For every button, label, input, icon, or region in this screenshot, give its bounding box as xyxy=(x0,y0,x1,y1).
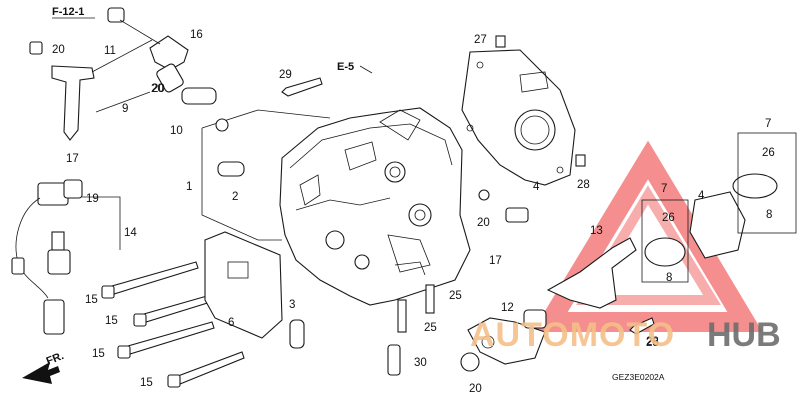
svg-text:9: 9 xyxy=(122,103,128,115)
svg-text:13: 13 xyxy=(590,225,603,237)
svg-text:26: 26 xyxy=(762,147,775,159)
svg-text:17: 17 xyxy=(489,255,502,267)
svg-text:15: 15 xyxy=(85,294,98,306)
svg-text:20: 20 xyxy=(469,383,482,395)
svg-text:20: 20 xyxy=(152,83,165,95)
svg-text:15: 15 xyxy=(92,348,105,360)
stud-25-lower xyxy=(397,299,407,333)
dowel-pin-27-right xyxy=(575,154,586,167)
svg-text:20: 20 xyxy=(52,44,65,56)
intake-manifold-12 xyxy=(467,317,546,365)
front-arrow: FR. xyxy=(22,350,66,384)
svg-text:25: 25 xyxy=(424,322,437,334)
spark-plug-30 xyxy=(387,344,401,376)
svg-text:7: 7 xyxy=(661,183,667,195)
bracket-15 xyxy=(51,65,95,141)
svg-text:1: 1 xyxy=(186,181,192,193)
svg-text:AUTOMOTO: AUTOMOTO xyxy=(470,316,675,354)
bolt-28 xyxy=(629,317,655,335)
svg-text:10: 10 xyxy=(170,125,183,137)
svg-text:28: 28 xyxy=(577,179,590,191)
svg-text:4: 4 xyxy=(698,190,705,202)
svg-text:30: 30 xyxy=(414,357,427,369)
part-code: GEZ3E0202A xyxy=(612,372,665,382)
group-box-7-upper xyxy=(737,132,797,234)
svg-text:20: 20 xyxy=(151,83,164,95)
svg-text:8: 8 xyxy=(766,209,772,221)
svg-text:8: 8 xyxy=(666,272,672,284)
bracket-13 xyxy=(546,237,637,309)
valve-guide-3 xyxy=(289,319,305,349)
injector-assembly xyxy=(107,7,229,132)
sensor-16 xyxy=(11,179,83,335)
valve-guide-2 xyxy=(217,161,245,177)
bolt-29 xyxy=(281,77,323,97)
svg-text:4: 4 xyxy=(533,181,540,193)
svg-text:7: 7 xyxy=(765,118,771,130)
ref-f12-label: F-12-1 xyxy=(52,6,84,18)
svg-text:3: 3 xyxy=(289,299,295,311)
svg-text:28: 28 xyxy=(646,336,659,348)
callouts: 11 16 20 20 20 9 10 17 19 14 15 15 15 15… xyxy=(52,29,775,395)
svg-text:17: 17 xyxy=(66,153,79,165)
svg-text:26: 26 xyxy=(662,212,675,224)
ref-e5-label: E-5 xyxy=(337,61,354,73)
svg-text:14: 14 xyxy=(124,227,137,239)
svg-text:20: 20 xyxy=(477,217,490,229)
stud-25-upper xyxy=(425,284,435,314)
gasket-4 xyxy=(461,49,576,186)
svg-text:29: 29 xyxy=(279,69,292,81)
svg-text:11: 11 xyxy=(104,45,116,57)
boot-6-assembly xyxy=(644,173,778,267)
svg-text:FR.: FR. xyxy=(45,350,66,368)
svg-text:19: 19 xyxy=(86,193,99,205)
svg-text:12: 12 xyxy=(501,302,514,314)
dowel-pin-27-top xyxy=(495,35,506,48)
svg-text:HUB: HUB xyxy=(707,316,781,354)
bolt-21 xyxy=(29,41,43,55)
svg-text:28: 28 xyxy=(646,337,659,349)
gasket-5 xyxy=(204,231,283,339)
svg-text:15: 15 xyxy=(140,377,153,389)
cylinder-head xyxy=(279,107,471,306)
svg-text:27: 27 xyxy=(474,34,487,46)
svg-text:16: 16 xyxy=(190,29,203,41)
svg-text:2: 2 xyxy=(232,191,238,203)
o-ring-24 xyxy=(460,352,480,372)
sensor-19 xyxy=(505,207,529,223)
watermark-text: AUTOMOTO HUB xyxy=(470,316,781,354)
svg-text:15: 15 xyxy=(105,315,118,327)
svg-text:6: 6 xyxy=(228,317,234,329)
svg-text:25: 25 xyxy=(449,290,462,302)
o-ring-23 xyxy=(478,189,490,201)
group-box-7-lower xyxy=(641,199,689,283)
